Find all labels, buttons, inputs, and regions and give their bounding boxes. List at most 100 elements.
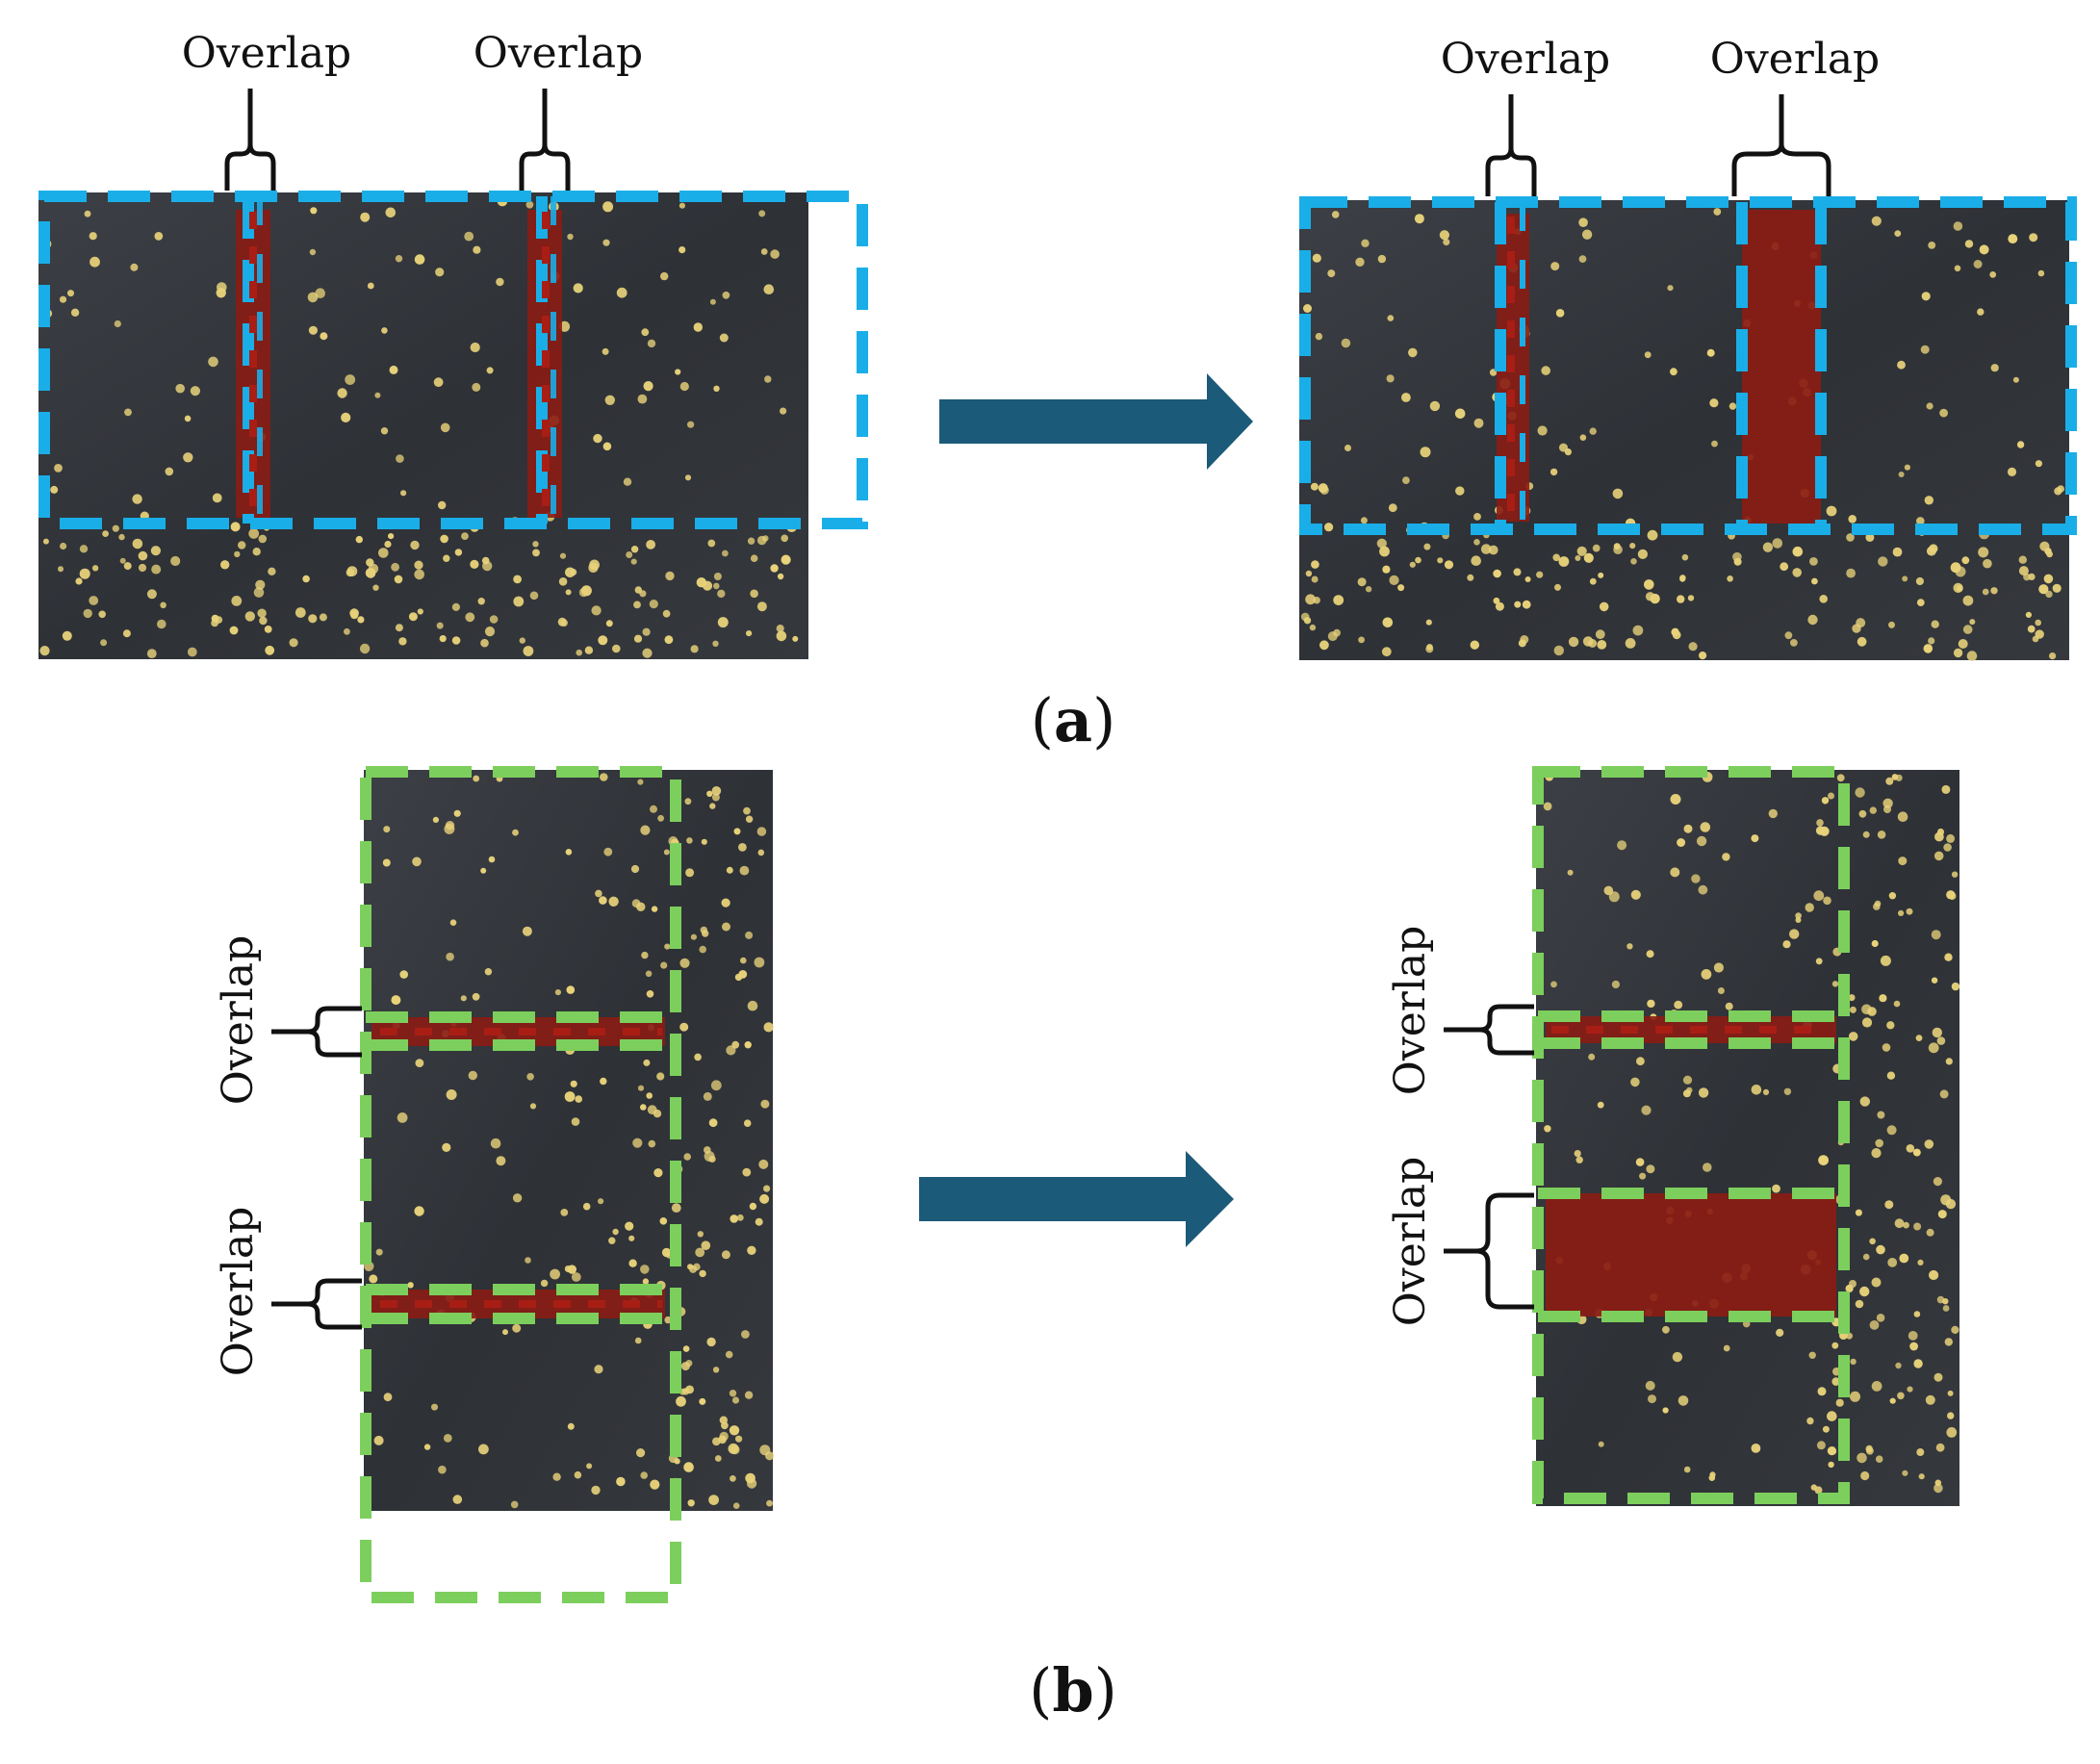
- seed-dot: [75, 577, 83, 585]
- seed-dot: [1713, 962, 1724, 973]
- seed-dot: [1846, 533, 1855, 542]
- seed-dot: [42, 538, 49, 545]
- overlap-label: Overlap: [214, 935, 263, 1105]
- seed-dot: [1886, 1071, 1896, 1080]
- seed-dot: [661, 1247, 672, 1258]
- seed-dot: [756, 827, 767, 836]
- seed-dot: [1877, 1111, 1885, 1119]
- seed-dot: [584, 646, 594, 654]
- seed-dot: [1990, 364, 1999, 372]
- seed-dot: [478, 1444, 489, 1455]
- seed-dot: [529, 591, 539, 601]
- seed-dot: [523, 646, 534, 656]
- seed-dot: [1701, 969, 1712, 980]
- seed-dot: [1983, 558, 1992, 569]
- seed-dot: [712, 640, 719, 647]
- seed-dot: [1495, 601, 1504, 611]
- seed-dot: [470, 342, 480, 353]
- seed-dot: [1382, 565, 1391, 574]
- seed-dot: [1687, 595, 1695, 601]
- seed-dot: [2035, 619, 2041, 626]
- seed-dot: [646, 1092, 653, 1099]
- seed-dot: [1762, 1088, 1770, 1095]
- seed-dot: [1646, 950, 1654, 959]
- seed-dot: [755, 1217, 763, 1226]
- seed-dot: [1989, 271, 1997, 278]
- seed-dot: [1312, 253, 1321, 263]
- seed-dot: [2016, 441, 2025, 448]
- overlap-callout: Overlap: [1710, 35, 1880, 196]
- seed-dot: [754, 957, 765, 968]
- seed-dot: [473, 775, 480, 782]
- seed-dot: [1815, 826, 1826, 835]
- seed-dot: [1946, 1427, 1958, 1438]
- seed-dot: [707, 539, 716, 548]
- seed-dot: [1709, 398, 1719, 408]
- seed-dot: [746, 630, 753, 637]
- seed-dot: [67, 290, 74, 297]
- seed-dot: [414, 560, 423, 570]
- seed-dot: [2007, 467, 2017, 476]
- seed-dot: [1444, 560, 1454, 570]
- seed-dot: [1848, 515, 1857, 524]
- seed-dot: [657, 814, 664, 822]
- seed-dot: [1552, 553, 1560, 562]
- seed-dot: [660, 961, 668, 969]
- seed-dot: [1315, 332, 1323, 341]
- seed-dot: [1865, 1444, 1873, 1453]
- seed-dot: [62, 630, 72, 641]
- seed-dot: [639, 590, 647, 598]
- seed-dot: [1862, 1253, 1870, 1261]
- seed-dot: [229, 626, 239, 635]
- seed-dot: [1305, 570, 1313, 577]
- seed-dot: [1792, 546, 1804, 557]
- seed-dot: [640, 1265, 650, 1274]
- seed-dot: [130, 263, 139, 271]
- seed-dot: [1784, 631, 1793, 640]
- seed-dot: [1309, 624, 1317, 631]
- seed-dot: [729, 1390, 737, 1397]
- seed-dot: [713, 573, 722, 580]
- seed-dot: [2018, 555, 2027, 564]
- seed-dot: [1522, 600, 1531, 609]
- seed-dot: [449, 919, 457, 926]
- seed-dot: [151, 564, 162, 575]
- seed-dot: [725, 1350, 733, 1359]
- seed-dot: [646, 540, 655, 550]
- seed-dot: [730, 1214, 738, 1223]
- seed-dot: [1951, 1325, 1959, 1334]
- seed-dot: [745, 815, 754, 823]
- seed-dot: [2023, 573, 2031, 581]
- seed-dot: [170, 555, 181, 567]
- seed-dot: [1978, 547, 1989, 558]
- seed-dot: [1376, 538, 1387, 549]
- seed-dot: [367, 282, 374, 290]
- seed-dot: [1639, 1172, 1647, 1180]
- seed-dot: [1880, 955, 1891, 966]
- seed-dot: [641, 951, 649, 959]
- seed-dot: [1555, 309, 1565, 318]
- seed-dot: [1912, 1148, 1921, 1157]
- seed-dot: [594, 1365, 603, 1374]
- seed-dot: [792, 635, 799, 642]
- seed-dot: [1699, 652, 1707, 660]
- seed-dot: [388, 533, 395, 540]
- seed-dot: [175, 383, 185, 394]
- seed-dot: [1629, 543, 1636, 550]
- seed-dot: [1816, 819, 1824, 827]
- seed-dot: [1579, 434, 1587, 442]
- seed-dot: [1683, 824, 1693, 833]
- seed-dot: [626, 551, 633, 558]
- seed-dot: [1934, 1483, 1943, 1494]
- seed-dot: [1871, 939, 1879, 948]
- seed-dot: [1861, 1017, 1873, 1028]
- seed-dot: [664, 635, 674, 645]
- seed-dot: [1324, 523, 1334, 532]
- seed-dot: [745, 931, 754, 939]
- seed-dot: [695, 1247, 705, 1258]
- seed-dot: [630, 546, 639, 553]
- seed-dot: [722, 922, 730, 932]
- seed-dot: [1729, 402, 1737, 410]
- seed-dot: [1567, 869, 1574, 876]
- seed-dot: [470, 559, 479, 570]
